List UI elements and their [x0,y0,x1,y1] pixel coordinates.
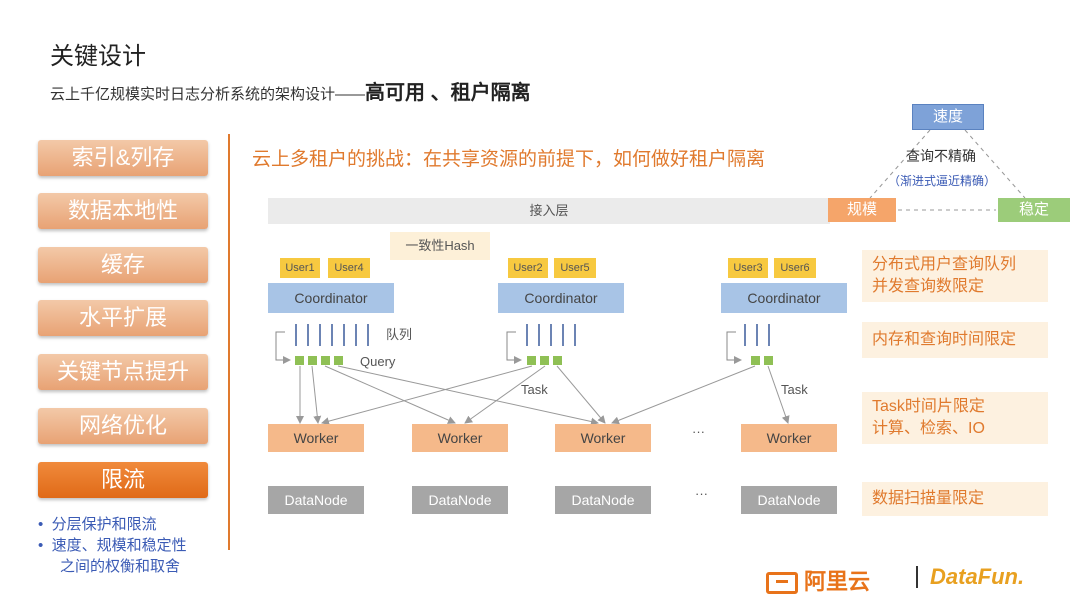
subtitle-emphasis: 高可用 、租户隔离 [365,82,531,104]
sidebar-item-cache[interactable]: 缓存 [38,247,208,283]
coordinator-node: Coordinator [498,283,624,313]
divider [228,134,230,550]
user-tag: User5 [554,258,596,278]
worker-node: Worker [555,424,651,452]
worker-node: Worker [741,424,837,452]
coordinator-node: Coordinator [268,283,394,313]
coordinator-node: Coordinator [721,283,847,313]
ellipsis: ··· [695,486,708,501]
sidebar-item-key-node-upgrade[interactable]: 关键节点提升 [38,354,208,390]
bullet-item: • 分层保护和限流 [38,516,157,533]
sidebar-item-data-locality[interactable]: 数据本地性 [38,193,208,229]
worker-node: Worker [412,424,508,452]
subtitle-prefix: 云上千亿规模实时日志分析系统的架构设计—— [50,86,366,103]
stability-node: 稳定 [998,198,1070,222]
query-label: Query [360,354,396,369]
user-tag: User3 [728,258,768,278]
aliyun-logo-icon [766,572,798,595]
sidebar-item-horizontal-scaling[interactable]: 水平扩展 [38,300,208,336]
limit-box: 内存和查询时间限定 [862,322,1048,358]
page-title: 关键设计 [50,43,146,70]
sidebar-item-rate-limiting[interactable]: 限流 [38,462,208,498]
task-label: Task [521,382,548,397]
limit-box: Task时间片限定计算、检索、IO [862,392,1048,444]
task-label: Task [781,382,808,397]
user-tag: User6 [774,258,816,278]
logo-separator [916,566,918,588]
sidebar-item-index-columnar[interactable]: 索引&列存 [38,140,208,176]
bullet-item: • 速度、规模和稳定性 [38,537,187,554]
tradeoff-subnote: （渐进式逼近精确） [888,174,997,188]
sidebar-item-network-optimization[interactable]: 网络优化 [38,408,208,444]
tradeoff-note: 查询不精确 [906,148,976,164]
bullet-list: • 分层保护和限流 • 速度、规模和稳定性 之间的权衡和取舍 [38,514,187,577]
challenge-heading: 云上多租户的挑战：在共享资源的前提下，如何做好租户隔离 [252,149,766,170]
page-subtitle: 云上千亿规模实时日志分析系统的架构设计——高可用 、租户隔离 [50,76,531,105]
datanode: DataNode [412,486,508,514]
aliyun-logo: 阿里云 [766,564,870,596]
user-tag: User1 [280,258,320,278]
datafun-logo: DataFun. [930,564,1025,589]
user-tag: User2 [508,258,548,278]
limit-box: 数据扫描量限定 [862,482,1048,516]
queue-label: 队列 [386,327,413,342]
user-tag: User4 [328,258,370,278]
consistent-hash-label: 一致性Hash [390,232,490,260]
datanode: DataNode [741,486,837,514]
worker-node: Worker [268,424,364,452]
access-layer: 接入层 [268,198,830,224]
speed-node: 速度 [912,104,984,130]
datanode: DataNode [268,486,364,514]
limit-box: 分布式用户查询队列并发查询数限定 [862,250,1048,302]
scale-node: 规模 [828,198,896,222]
datanode: DataNode [555,486,651,514]
bullet-item: 之间的权衡和取舍 [60,558,181,575]
ellipsis: ··· [692,424,705,439]
